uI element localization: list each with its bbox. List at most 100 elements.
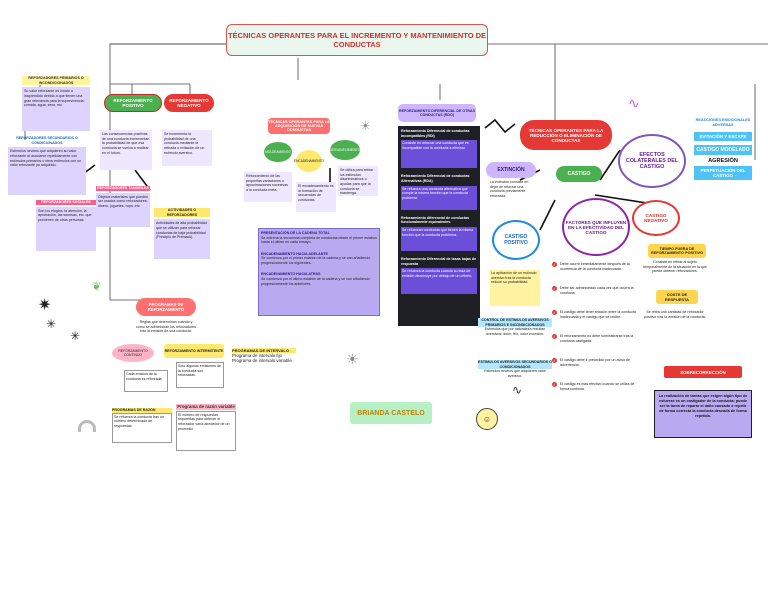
rainbow-icon <box>78 420 96 432</box>
main-title-text: TÉCNICAS OPERANTES PARA EL INCREMENTO Y … <box>227 30 487 49</box>
rdi-text: Consiste en reforzar una conducta que es… <box>401 140 477 169</box>
reduction-techniques-node: TÉCNICAS OPERANTES PARA LA REDUCCIÓN O E… <box>520 120 612 150</box>
rdo-label: REFORZAMIENTO DIFERENCIAL DE OTRAS CONDU… <box>399 109 475 117</box>
continuous-text: Cada emisión de la conducta es reforzada… <box>124 370 168 392</box>
continuous-reinforcement-node: REFORZAMIENTO CONTINUO <box>112 344 154 362</box>
reinforcement-programs-label: PROGRAMAS DE REFORZAMIENTO <box>147 302 185 312</box>
forward-chaining-heading: ENCADENAMIENTO HACIA ADELANTE <box>261 251 328 256</box>
chaining-node: ENCADENAMIENTO <box>293 150 325 172</box>
time-out-label: TIEMPO FUERA DE REFORZAMIENTO POSITIVO <box>650 247 704 255</box>
primary-reinforcers-heading: REFORZADORES PRIMARIOS O INCONDICIONADOS <box>22 76 90 86</box>
interval-programs-heading: PROGRAMAS DE INTERVALO <box>232 348 296 354</box>
positive-punishment-text: La aplicación de un estímulo aversivo tr… <box>490 270 540 306</box>
aggression: AGRESIÓN <box>708 157 738 164</box>
interval-item-fixed: Programa de intervalo fijo <box>232 353 283 359</box>
punishment-node: CASTIGO <box>556 166 602 182</box>
squiggle-icon: ∿ <box>628 95 640 111</box>
fading-node: DESVANECIMIENTO <box>330 140 360 160</box>
shaping-text: Reforzamiento de las pequeñas variacione… <box>244 172 292 202</box>
total-chain-text: Se entrena la secuencia completa de cond… <box>261 235 377 245</box>
time-out-node: TIEMPO FUERA DE REFORZAMIENTO POSITIVO <box>648 244 706 258</box>
chain-methods-panel: PRESENTACIÓN DE LA CADENA TOTAL Se entre… <box>258 228 380 316</box>
rdt-heading: Reforzamiento Diferencial de tasas bajas… <box>401 257 477 266</box>
aversive-primary-box: CONTROL DE ESTÍMULOS AVERSIVOS PRIMARIOS… <box>478 318 552 358</box>
secondary-reinforcers-box: REFORZADORES SECUNDARIOS O CONDICIONADOS… <box>8 136 86 196</box>
secondary-reinforcers-heading: REFORZADORES SECUNDARIOS O CONDICIONADOS <box>16 136 78 145</box>
positive-punishment-label: CASTIGO POSITIVO <box>504 234 528 246</box>
rdi-heading: Reforzamiento Diferencial de conductas I… <box>401 129 470 138</box>
chaining-label: ENCADENAMIENTO <box>293 159 325 163</box>
variable-ratio-text: El número de respuestas requeridas para … <box>176 410 236 451</box>
rdt-text: Se refuerza la conducta cuando su tasa d… <box>401 268 477 295</box>
check-icon: ✓ <box>552 334 557 339</box>
overcorrection-label: SOBRECORRECCIÓN <box>680 369 726 375</box>
aversive-primary-text: Estímulos que por naturaleza resultan av… <box>484 327 546 337</box>
punishment-label: CASTIGO <box>567 171 591 177</box>
fading-text: Se utiliza para retirar los estímulos di… <box>338 166 378 196</box>
intermittent-text: Solo algunas emisiones de la conducta so… <box>176 362 224 388</box>
rdo-dark-panel: Reforzamiento Diferencial de conductas I… <box>398 126 480 326</box>
social-reinforcers-heading: REFORZADORES SOCIALES <box>36 200 96 205</box>
continuous-reinforcement-label: REFORZAMIENTO CONTINUO <box>118 349 148 357</box>
response-cost-text: Se retira una cantidad de reforzador pos… <box>644 310 706 319</box>
perpetuation: PERPETUACIÓN DEL CASTIGO <box>694 165 752 180</box>
star-icon: ✳ <box>46 317 57 331</box>
negative-punishment-label: CASTIGO NEGATIVO <box>644 213 668 223</box>
intermittent-reinforcement-node: REFORZAMIENTO INTERMITENTE <box>164 344 224 358</box>
check-icon: ✓ <box>552 310 557 315</box>
negative-punishment-node: CASTIGO NEGATIVO <box>632 200 680 236</box>
modeled-punishment: CASTIGO MODELADO <box>694 144 752 155</box>
interval-item-variable: Programa de intervalo variable <box>232 358 292 364</box>
factor-item: ✓El castigo es más efectivo cuando se ut… <box>552 382 636 406</box>
factor-item: ✓El castigo debe ir precedido por un avi… <box>552 358 636 382</box>
lightbulb-icon: ☀ <box>360 119 371 133</box>
lightbulb-icon: ☀ <box>346 351 359 367</box>
time-out-text: Consiste en retirar al sujeto temporalme… <box>643 260 707 274</box>
acquisition-techniques-label: TÉCNICAS OPERANTES PARA LA ADQUISICIÓN D… <box>268 120 330 132</box>
rdf-text: Se refuerzan conductas que tienen la mis… <box>401 227 477 252</box>
reinforcement-programs-node: PROGRAMAS DE REFORZAMIENTO <box>136 298 196 316</box>
shaping-node: MOLDEAMIENTO <box>264 142 292 162</box>
author-name: BRIANDA CASTELO <box>357 409 425 417</box>
aversive-secondary-box: ESTÍMULOS AVERSIVOS SECUNDARIOS O CONDIC… <box>478 360 552 390</box>
reinforcement-programs-text: Reglas que determinan cuándo y cómo se a… <box>136 320 196 334</box>
factor-item: ✓Debe ser administrado cada vez que ocur… <box>552 286 636 310</box>
plant-icon: ❦ <box>92 281 102 293</box>
interval-programs-box: PROGRAMAS DE INTERVALO Programa de inter… <box>232 348 296 392</box>
avoidance-escape: EVITACIÓN Y ESCAPE <box>694 131 752 141</box>
extinction-text: La extinción consiste en dejar de reforz… <box>490 180 529 199</box>
secondary-reinforcers-text: Estímulos neutros que adquieren su valor… <box>8 147 86 196</box>
star-icon: ✷ <box>38 297 52 314</box>
factor-text: Debe ser administrado cada vez que ocurr… <box>560 286 634 295</box>
rdo-node: REFORZAMIENTO DIFERENCIAL DE OTRAS CONDU… <box>398 104 476 122</box>
rda-heading: Reforzamiento Diferencial de conductas A… <box>401 174 470 184</box>
overcorrection-text: La realización de tareas que exigen algú… <box>658 394 748 418</box>
forward-chaining-text: Se comienza por el primer eslabón de la … <box>261 256 371 266</box>
rdf-heading: Reforzamiento diferencial de conductas f… <box>401 215 470 225</box>
reduction-techniques-label: TÉCNICAS OPERANTES PARA LA REDUCCIÓN O E… <box>528 127 604 143</box>
overcorrection-node: SOBRECORRECCIÓN <box>664 366 742 378</box>
check-icon: ✓ <box>552 382 557 387</box>
extinction-label: EXTINCIÓN <box>497 167 525 173</box>
backward-chaining-heading: ENCADENAMIENTO HACIA ATRÁS <box>261 272 321 277</box>
backward-chaining-text: Se comienza por el último eslabón de la … <box>261 277 370 286</box>
social-reinforcers-text: Son los elogios, la atención, la aprobac… <box>36 206 96 251</box>
negative-reinforcement-label: REFORZAMIENTO NEGATIVO <box>169 98 209 108</box>
rda-text: Se refuerza una conducta alternativa que… <box>401 185 477 210</box>
factor-item: ✓El castigo debe tener relación entre la… <box>552 310 636 334</box>
collateral-effects-list: REACCIONES EMOCIONALES ADVERSAS EVITACIÓ… <box>694 118 752 230</box>
ratio-programs-text: Se refuerza la conducta tras un número d… <box>112 412 172 443</box>
factor-item: ✓El reforzamiento no debe suministrarse … <box>552 334 636 358</box>
response-cost-label: COSTE DE RESPUESTA <box>664 292 690 302</box>
author-banner: BRIANDA CASTELO <box>350 402 432 424</box>
doodle-face-icon: ☺ <box>476 408 498 430</box>
intermittent-reinforcement-label: REFORZAMIENTO INTERMITENTE <box>164 349 224 353</box>
activities-heading: ACTIVIDADES O REFORZADORES <box>154 208 210 218</box>
factor-text: El castigo debe ir precedido por un avis… <box>560 358 630 367</box>
positive-reinforcement-node: REFORZAMIENTO POSITIVO <box>104 94 162 112</box>
response-cost-node: COSTE DE RESPUESTA <box>656 290 698 304</box>
factor-item: ✓Debe ocurrir inmediatamente después de … <box>552 262 636 286</box>
tangible-reinforcers-text: Objetos materiales que pueden ser usados… <box>96 192 150 227</box>
aversive-secondary-text: Estímulos neutros que adquieren valor av… <box>484 369 546 379</box>
negative-reinforcement-node: REFORZAMIENTO NEGATIVO <box>164 94 214 112</box>
